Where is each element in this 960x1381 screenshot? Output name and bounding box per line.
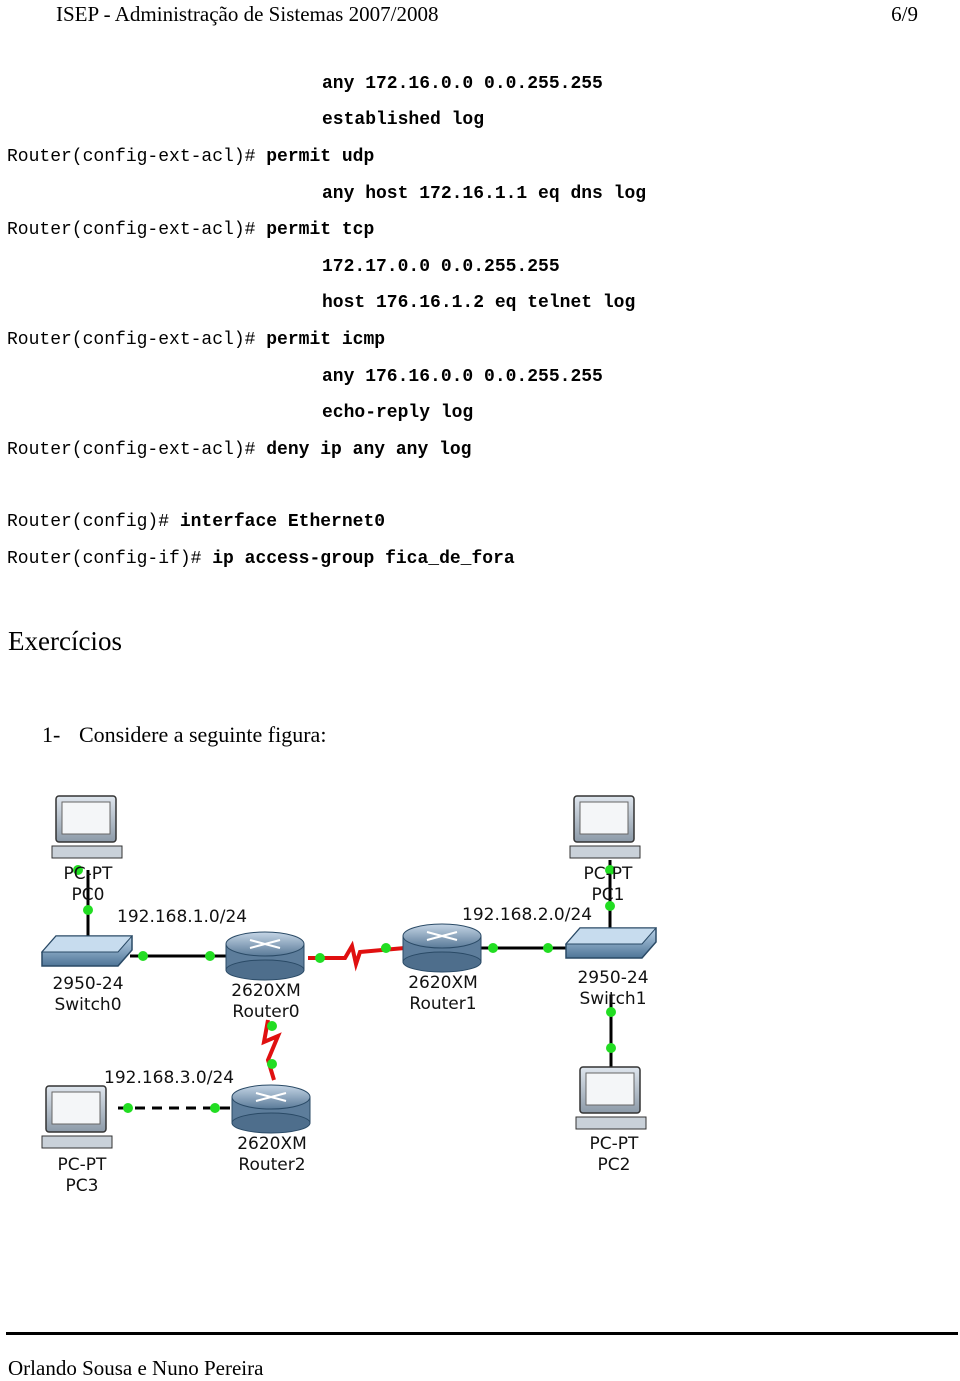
status-light (606, 1007, 616, 1017)
code-line: established log (322, 110, 485, 130)
code-line: Router(config-if)# ip access-group fica_… (7, 549, 515, 569)
section-heading: Exercícios (8, 626, 122, 656)
status-light (138, 951, 148, 961)
page-number: 6/9 (891, 2, 918, 26)
network-diagram: PC-PT PC0 PC-PT PC1 PC-PT PC2 PC-PT PC3 (40, 795, 658, 1196)
node-type-label: 2620XM (237, 1134, 307, 1154)
cli-prompt: Router(config-ext-acl)# (7, 330, 267, 350)
node-name-label: Router0 (232, 1002, 299, 1022)
node-name-label: PC1 (592, 885, 625, 905)
status-light (267, 1021, 277, 1031)
pc3-node[interactable]: PC-PT PC3 (41, 1085, 113, 1196)
code-line: Router(config-ext-acl)# permit udp (7, 147, 375, 167)
link-router0-router1-serial (308, 940, 406, 972)
node-type-label: 2950-24 (52, 974, 123, 994)
code-line: host 176.16.1.2 eq telnet log (322, 293, 636, 313)
status-light (605, 901, 615, 911)
network-label: 192.168.3.0/24 (104, 1068, 234, 1088)
exercise-number: 1- (42, 722, 61, 747)
router2-node[interactable]: 2620XM Router2 (231, 1084, 311, 1175)
status-light (267, 1059, 277, 1069)
router-icon (402, 923, 482, 973)
computer-icon (569, 795, 641, 859)
router-icon (231, 1084, 311, 1134)
computer-icon (41, 1085, 113, 1149)
status-light (606, 1043, 616, 1053)
node-type-label: 2620XM (231, 981, 301, 1001)
pc0-node[interactable]: PC-PT PC0 (51, 795, 123, 905)
node-type-label: PC-PT (590, 1134, 640, 1154)
node-type-label: PC-PT (64, 864, 114, 884)
code-line: any 176.16.0.0 0.0.255.255 (322, 367, 603, 387)
node-name-label: PC3 (66, 1176, 99, 1196)
computer-icon (575, 1066, 647, 1130)
footer-rule (6, 1332, 958, 1335)
router-icon (225, 931, 305, 981)
node-type-label: PC-PT (58, 1155, 108, 1175)
code-line: Router(config)# interface Ethernet0 (7, 512, 386, 532)
status-light (543, 943, 553, 953)
computer-icon (51, 795, 123, 859)
switch1-node[interactable]: 2950-24 Switch1 (564, 927, 658, 1009)
router1-node[interactable]: 2620XM Router1 (402, 923, 482, 1014)
node-name-label: Router1 (409, 994, 476, 1014)
code-line: any host 172.16.1.1 eq dns log (322, 184, 647, 204)
footer-authors: Orlando Sousa e Nuno Pereira (8, 1356, 264, 1380)
code-line: Router(config-ext-acl)# deny ip any any … (7, 440, 472, 460)
router0-node[interactable]: 2620XM Router0 (225, 931, 305, 1022)
exercise-item: 1- Considere a seguinte figura: (42, 722, 326, 748)
network-label: 192.168.1.0/24 (117, 907, 247, 927)
status-light (315, 953, 325, 963)
status-light (205, 951, 215, 961)
cli-prompt: Router(config-ext-acl)# (7, 147, 267, 167)
node-name-label: PC0 (72, 885, 105, 905)
code-line: Router(config-ext-acl)# permit icmp (7, 330, 386, 350)
status-light (381, 943, 391, 953)
status-light (488, 943, 498, 953)
cli-prompt: Router(config-ext-acl)# (7, 440, 267, 460)
switch-icon (564, 927, 658, 959)
code-line: Router(config-ext-acl)# permit tcp (7, 220, 375, 240)
status-light (210, 1103, 220, 1113)
status-light (605, 865, 615, 875)
network-label: 192.168.2.0/24 (462, 905, 592, 925)
node-name-label: Router2 (238, 1155, 305, 1175)
code-line: any 172.16.0.0 0.0.255.255 (322, 74, 603, 94)
status-light (73, 865, 83, 875)
exercise-text: Considere a seguinte figura: (79, 722, 327, 747)
node-type-label: PC-PT (584, 864, 634, 884)
node-name-label: PC2 (598, 1155, 631, 1175)
cli-prompt: Router(config-if)# (7, 549, 213, 569)
pc2-node[interactable]: PC-PT PC2 (575, 1066, 647, 1175)
switch-icon (40, 935, 134, 967)
node-type-label: 2620XM (408, 973, 478, 993)
page-header-title: ISEP - Administração de Sistemas 2007/20… (56, 2, 439, 26)
node-name-label: Switch0 (54, 995, 121, 1015)
node-type-label: 2950-24 (577, 968, 648, 988)
switch0-node[interactable]: 2950-24 Switch0 (40, 935, 134, 1015)
pc1-node[interactable]: PC-PT PC1 (569, 795, 641, 905)
node-name-label: Switch1 (579, 989, 646, 1009)
status-light (123, 1103, 133, 1113)
status-light (83, 905, 93, 915)
link-status-lights (73, 865, 616, 1113)
cli-prompt: Router(config-ext-acl)# (7, 220, 267, 240)
code-line: echo-reply log (322, 403, 474, 423)
code-line: 172.17.0.0 0.0.255.255 (322, 257, 560, 277)
cli-prompt: Router(config)# (7, 512, 180, 532)
